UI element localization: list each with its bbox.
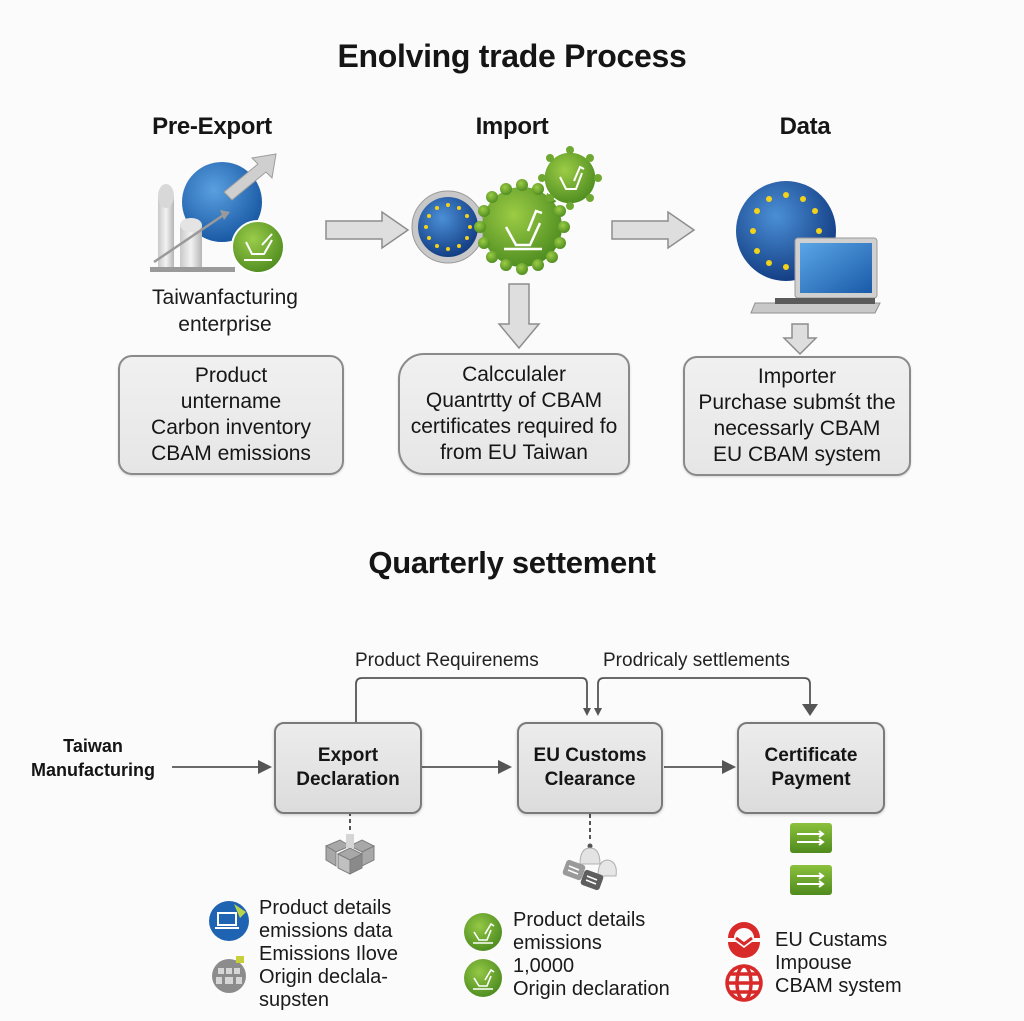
stage-heading-import: Import <box>475 113 549 140</box>
box-line: Purchase submśt the <box>698 391 896 414</box>
pre-export-caption: Taiwanfacturing enterprise <box>120 284 330 338</box>
arrow-down-icon <box>782 323 818 356</box>
pre-export-info-box: Product untername Carbon inventory CBAM … <box>118 355 344 475</box>
arrowhead <box>498 760 512 774</box>
box-line: Importer <box>757 365 837 388</box>
step-line: EU Customs <box>533 745 647 766</box>
box-line: from EU Taiwan <box>440 441 588 464</box>
label-line: Taiwan <box>63 736 123 756</box>
eu-stars <box>424 203 472 251</box>
factory-globe-growth-icon <box>150 153 285 274</box>
caption-line: enterprise <box>178 313 272 336</box>
step-line: Declaration <box>296 769 400 790</box>
arrow-right-icon <box>325 210 410 250</box>
payment-transfer-icon <box>790 823 832 895</box>
page-title: Enolving trade Process <box>337 38 687 74</box>
green-check-badge-icon <box>464 959 502 997</box>
arrow-down-icon <box>497 283 541 350</box>
step-line: Clearance <box>544 769 636 790</box>
legend-export: Product details emissions data Emissions… <box>259 897 398 1012</box>
arrowhead <box>258 760 272 774</box>
legend-line: Product details <box>513 909 646 931</box>
box-line: untername <box>180 390 282 413</box>
arrowhead <box>802 704 818 716</box>
legend-customs: Product details emissions 1,0000 Origin … <box>513 909 670 1001</box>
legend-payment: EU Custams Impouse CBAM system <box>775 929 902 998</box>
source-label-taiwan-manufacturing: Taiwan Manufacturing <box>18 734 168 782</box>
loop-label-product-requirements: Product Requirenems <box>355 650 539 671</box>
red-globe-icon <box>725 964 763 1002</box>
label-line: Manufacturing <box>31 760 155 780</box>
arrowhead <box>583 708 591 716</box>
legend-line: Product details <box>259 897 392 919</box>
legend-line: CBAM system <box>775 975 902 997</box>
arrow-right-icon <box>611 210 696 250</box>
legend-line: Emissions Ilove <box>259 943 398 965</box>
arrowhead <box>594 708 602 716</box>
data-cubes-icon <box>324 834 376 875</box>
legend-line: Impouse <box>775 952 852 974</box>
step-certificate-payment[interactable]: Certificate Payment <box>737 722 885 814</box>
laptop-globe-icon <box>209 901 249 941</box>
legend-line: Origin declaration <box>513 978 670 1000</box>
box-line: necessarly CBAM <box>713 417 881 440</box>
data-info-box: Importer Purchase submśt the necessarly … <box>683 356 911 476</box>
green-check-badge-icon <box>464 913 502 951</box>
stage-heading-pre-export: Pre-Export <box>152 113 272 140</box>
caption-line: Taiwanfacturing <box>152 286 298 309</box>
box-line: certificates required fo <box>410 415 618 438</box>
legend-line: 1,0000 <box>513 955 575 977</box>
arrowhead <box>722 760 736 774</box>
box-line: Calcculaler <box>462 363 566 386</box>
legend-line: EU Custams <box>775 929 888 951</box>
box-line: Carbon inventory <box>151 416 311 439</box>
legend-line: emissions data <box>259 920 393 942</box>
box-line: EU CBAM system <box>712 443 882 466</box>
grid-globe-icon <box>212 956 246 993</box>
box-line: CBAM emissions <box>151 442 311 465</box>
step-export-declaration[interactable]: Export Declaration <box>274 722 422 814</box>
box-line: Quantrtty of CBAM <box>425 389 603 412</box>
eu-globe-laptop-icon <box>736 181 881 314</box>
section-title-settlement: Quarterly settement <box>368 545 656 580</box>
red-customs-emblem-icon <box>728 922 760 958</box>
step-line: Certificate <box>764 745 858 766</box>
legend-line: emissions <box>513 932 602 954</box>
legend-line: Origin declala- <box>259 966 388 988</box>
step-line: Export <box>317 745 379 766</box>
loop-label-periodic-settlements: Prodricaly settlements <box>603 650 790 671</box>
step-line: Payment <box>771 769 851 790</box>
stage-heading-data: Data <box>779 113 831 140</box>
box-line: Product <box>194 364 268 387</box>
eu-gears-icon <box>411 146 602 275</box>
import-info-box: Calcculaler Quantrtty of CBAM certificat… <box>398 353 630 475</box>
document-helmets-icon <box>562 843 617 891</box>
step-eu-customs-clearance[interactable]: EU Customs Clearance <box>517 722 663 814</box>
legend-line: supsten <box>259 989 330 1011</box>
